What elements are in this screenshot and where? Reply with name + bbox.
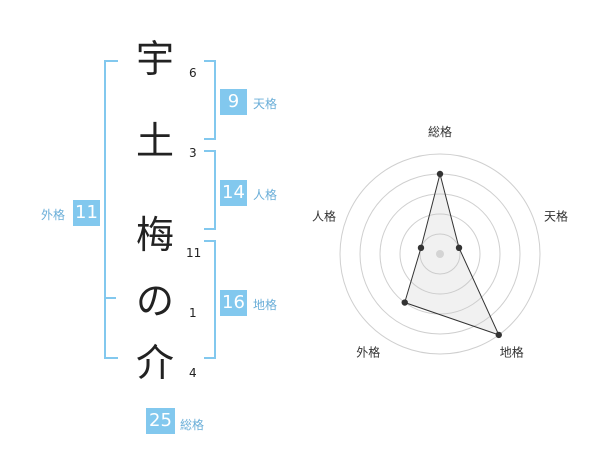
radar-ring-1: [419, 233, 461, 275]
radar-axis-label-3: 地格: [500, 345, 524, 360]
name-char-5: 介: [135, 341, 174, 385]
radar-center-dot: [436, 250, 444, 258]
soukaku-badge: 25: [146, 408, 175, 434]
name-char-1: 宇: [135, 37, 174, 81]
radar-ring-3: [379, 193, 501, 315]
radar-point-2: [455, 244, 463, 252]
tenkaku-label: 天格: [253, 97, 278, 111]
chikaku-bracket: [204, 240, 216, 359]
radar-polygon: [404, 173, 500, 336]
stroke-count-3: 11: [186, 246, 202, 260]
stroke-count-4: 1: [189, 306, 197, 320]
stroke-count-2: 3: [189, 146, 197, 160]
soukaku-label: 総格: [180, 418, 205, 432]
name-char-3: 梅: [135, 213, 174, 257]
gaikaku-bracket: [104, 60, 118, 359]
radar-axis-label-5: 人格: [312, 208, 336, 223]
radar-ring-5: [339, 153, 541, 355]
radar-axis-label-4: 外格: [356, 345, 380, 360]
radar-point-1: [436, 170, 444, 178]
radar-point-3: [495, 331, 502, 339]
gaikaku-label: 外格: [41, 208, 66, 222]
radar-series: [401, 170, 502, 339]
tenkaku-badge: 9: [220, 89, 247, 115]
name-char-2: 土: [135, 119, 174, 163]
gaikaku-bracket-tick: [104, 297, 116, 299]
jinkaku-label: 人格: [253, 188, 278, 202]
chikaku-badge: 16: [220, 290, 247, 316]
stroke-count-5: 4: [189, 366, 197, 380]
stroke-count-1: 6: [189, 66, 197, 80]
jinkaku-bracket: [204, 150, 216, 230]
name-char-4: の: [135, 279, 174, 323]
radar-axis-label-1: 総格: [428, 124, 452, 139]
gaikaku-badge: 11: [73, 200, 100, 226]
radar-point-5: [417, 244, 425, 252]
tenkaku-bracket: [204, 60, 216, 140]
chikaku-label: 地格: [253, 298, 278, 312]
radar-ring-2: [399, 213, 481, 295]
radar-point-4: [401, 299, 408, 306]
jinkaku-badge: 14: [220, 180, 247, 206]
radar-axis-label-2: 天格: [544, 208, 568, 223]
